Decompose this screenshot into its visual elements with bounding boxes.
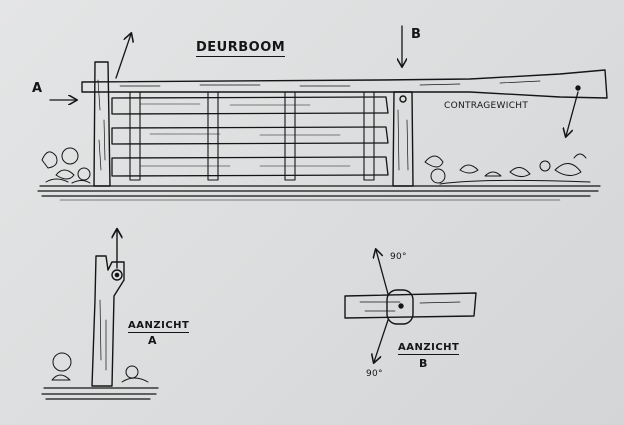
view-a-stones	[51, 352, 149, 383]
arrow-counterweight	[566, 91, 579, 136]
view-b-beam	[344, 289, 477, 325]
view-a-ground	[41, 387, 159, 400]
gate-post-pivot	[392, 91, 414, 187]
stones-right	[424, 153, 591, 185]
gate-rails	[111, 96, 389, 177]
diagram-title: DEURBOOM	[196, 40, 286, 57]
view-b-rotation-arrows	[374, 250, 389, 362]
label-counterweight: CONTRAGEWICHT	[444, 101, 529, 111]
label-b: B	[411, 27, 422, 42]
view-a-trunk	[91, 230, 125, 387]
gate-slats	[129, 91, 375, 181]
view-b-label: AANZICHT	[398, 342, 460, 355]
view-a-label: AANZICHT	[128, 320, 190, 333]
stones-left	[41, 147, 91, 184]
swing-beam	[81, 69, 608, 99]
view-b-letter: B	[419, 357, 428, 370]
view-a-letter: A	[148, 334, 158, 347]
angle-bottom-label: 90°	[366, 369, 383, 379]
ground-lines	[37, 185, 601, 201]
label-a: A	[32, 81, 43, 96]
arrow-lift	[115, 34, 131, 79]
angle-top-label: 90°	[390, 252, 407, 262]
gate-post-left	[93, 61, 111, 187]
